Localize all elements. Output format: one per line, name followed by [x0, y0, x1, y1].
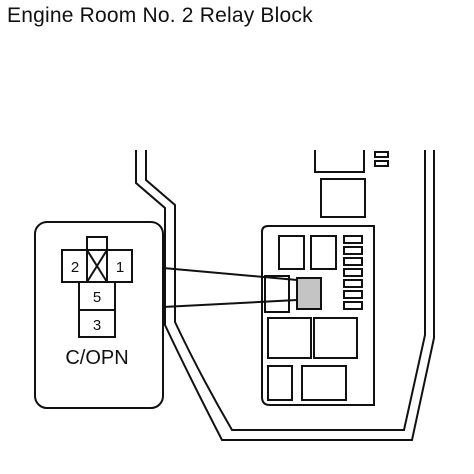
connector-body [61, 236, 133, 338]
relay-slot-5 [267, 365, 293, 401]
fuse-3 [343, 257, 363, 266]
housing-outer-outline [145, 150, 426, 431]
upper-relay [320, 178, 366, 218]
relay-block [261, 225, 375, 406]
connector-callout: 2 1 5 3 C/OPN [34, 221, 164, 409]
fuse-2 [343, 246, 363, 255]
upper-components [314, 150, 389, 218]
fuse-mini-2 [374, 160, 389, 167]
fuse-6 [343, 290, 363, 299]
fuse-4 [343, 268, 363, 277]
callout-leaders [162, 267, 298, 308]
fuse-5 [343, 279, 363, 288]
connector-latch [86, 236, 108, 251]
connector-bottom-row [78, 309, 116, 338]
fuse-1 [343, 235, 363, 244]
relay-block-housing [135, 150, 435, 441]
fuse-7 [343, 301, 363, 310]
relay-slot-3 [267, 317, 312, 359]
relay-slot-6 [301, 365, 347, 401]
copn-relay-highlighted [296, 277, 322, 310]
empty-pin-cross-b [86, 249, 108, 283]
relay-slot-4 [313, 317, 358, 359]
pin-2-label: 2 [71, 259, 79, 276]
relay-slot-2 [310, 235, 337, 270]
diagram-title: Engine Room No. 2 Relay Block [7, 4, 313, 27]
leader-line-top [162, 267, 298, 281]
connector-name: C/OPN [65, 347, 128, 369]
pin-5-label: 5 [93, 289, 101, 306]
pin-1-label: 1 [116, 259, 124, 276]
upper-slot [314, 150, 365, 173]
relay-slot-1 [278, 235, 305, 270]
pin-3-label: 3 [93, 317, 101, 334]
fuse-mini-1 [374, 151, 389, 158]
housing-inner-outline [135, 150, 435, 441]
small-relay-left [264, 275, 290, 313]
leader-line-bottom [162, 299, 298, 308]
